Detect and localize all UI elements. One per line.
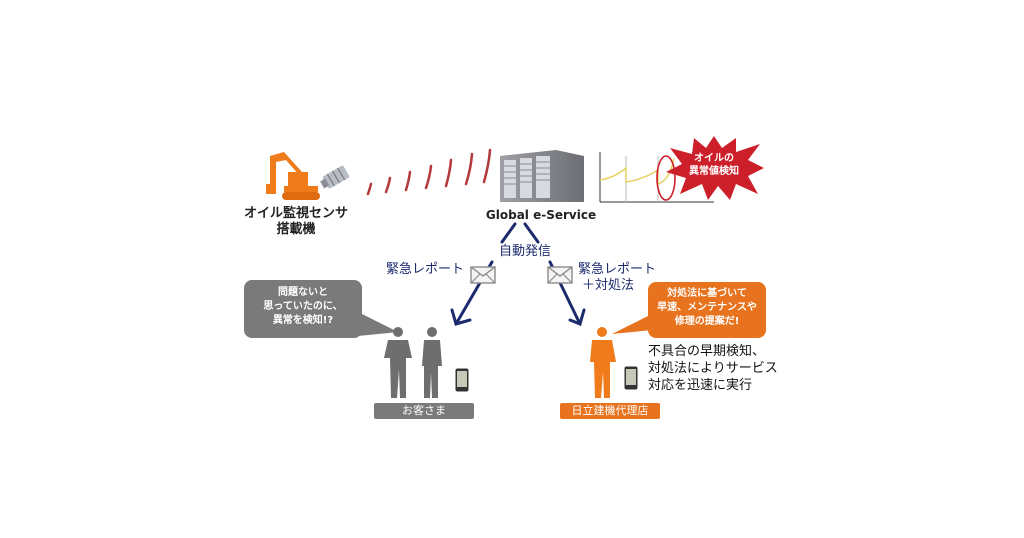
customer-bubble-tail xyxy=(358,312,398,338)
oil-sensor-icon xyxy=(318,162,354,192)
excavator-icon xyxy=(262,150,320,202)
dealer-tag: 日立建機代理店 xyxy=(560,403,660,419)
customer-speech-bubble: 問題ないと 思っていたのに、 異常を検知!? xyxy=(244,280,362,338)
mail-icon-left xyxy=(470,266,496,284)
oil-trend-chart xyxy=(596,150,716,206)
customer-tag: お客さま xyxy=(374,403,474,419)
dealer-speech-bubble: 対処法に基づいて 早速、メンテナンスや 修理の提案だ! xyxy=(648,282,766,338)
dealer-description: 不具合の早期検知、 対処法によりサービス 対応を迅速に実行 xyxy=(648,344,778,393)
alert-line2: 異常値検知 xyxy=(689,166,739,177)
dealer-smartphone-icon xyxy=(624,366,638,390)
alert-burst: オイルの 異常値検知 xyxy=(664,134,764,202)
excavator-label: オイル監視センサ 搭載機 xyxy=(243,206,348,237)
distribution-arrows xyxy=(440,222,600,334)
server-label: Global e-Service xyxy=(485,208,597,222)
alert-line1: オイルの xyxy=(694,153,734,164)
wireless-signal-icon xyxy=(362,148,492,200)
auto-send-label: 自動発信 xyxy=(498,244,551,259)
left-mail-label: 緊急レポート xyxy=(386,262,465,277)
dealer-bubble-tail xyxy=(612,314,652,338)
server-icon xyxy=(496,148,586,204)
dealer-person-icon xyxy=(588,326,618,398)
right-mail-label: 緊急レポート ＋対処法 xyxy=(578,262,657,293)
customer-people-icon xyxy=(384,326,454,398)
customer-smartphone-icon xyxy=(455,368,469,392)
mail-icon-right xyxy=(547,266,573,284)
